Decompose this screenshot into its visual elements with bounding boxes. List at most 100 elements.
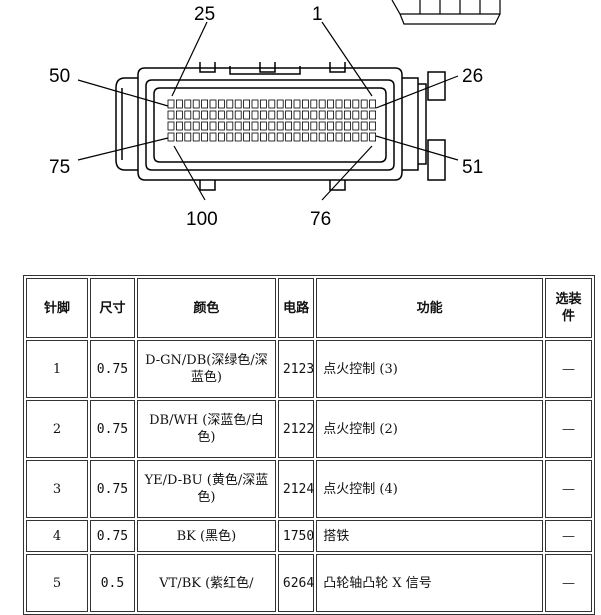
pin-cavity: [217, 110, 225, 120]
cell-pin: 4: [26, 520, 88, 552]
pin-cavity: [352, 110, 360, 120]
pin-cavity: [167, 110, 175, 120]
pin-cavity: [217, 99, 225, 109]
pin-cavity: [268, 110, 276, 120]
pin-cavity: [192, 121, 200, 131]
pin-cavity: [352, 121, 360, 131]
pin-cavity: [167, 132, 175, 142]
cell-function: 搭铁: [316, 520, 543, 552]
pin-label-1: 1: [312, 4, 323, 25]
pin-cavity: [167, 99, 175, 109]
pin-cavity: [276, 132, 284, 142]
pin-cavity: [234, 132, 242, 142]
cell-pin: 2: [26, 400, 88, 458]
table-row: 5 0.5 VT/BK (紫红色/ 6264 凸轮轴凸轮 X 信号 —: [26, 554, 592, 612]
pin-cavity: [369, 121, 377, 131]
pin-cavity: [259, 99, 267, 109]
pin-cavity: [226, 121, 234, 131]
pin-cavity: [209, 121, 217, 131]
pin-cavity: [369, 132, 377, 142]
pin-cavity: [276, 99, 284, 109]
pin-cavity: [343, 132, 351, 142]
pin-cavity: [167, 121, 175, 131]
pin-cavity: [285, 99, 293, 109]
pin-cavity: [352, 99, 360, 109]
pin-cavity: [243, 99, 251, 109]
cell-circuit: 6264: [277, 554, 315, 612]
pin-table: 针脚 尺寸 颜色 电路 功能 选装件 1 0.75 D-GN/DB(深绿色/深蓝…: [23, 275, 595, 615]
pin-cavity: [352, 132, 360, 142]
pin-cavity: [226, 110, 234, 120]
pin-label-100: 100: [186, 209, 218, 230]
cell-circuit: 2122: [277, 400, 315, 458]
pin-cavity: [201, 99, 209, 109]
connector-sketch: [391, 0, 501, 25]
pin-cavity: [318, 121, 326, 131]
cell-function: 凸轮轴凸轮 X 信号: [316, 554, 543, 612]
table-row: 1 0.75 D-GN/DB(深绿色/深蓝色) 2123 点火控制 (3) —: [26, 340, 592, 398]
cell-color: YE/D-BU (黄色/深蓝色): [136, 460, 276, 518]
pin-label-26: 26: [462, 66, 483, 87]
pin-cavity: [192, 110, 200, 120]
pin-cavity: [335, 121, 343, 131]
pin-cavity: [217, 132, 225, 142]
pin-cavity: [369, 110, 377, 120]
pin-cavity: [327, 110, 335, 120]
pin-cavity: [369, 99, 377, 109]
cell-size: 0.75: [90, 460, 135, 518]
pin-cavity: [335, 132, 343, 142]
cell-circuit: 1750: [277, 520, 315, 552]
pin-cavity: [251, 121, 259, 131]
cell-pin: 3: [26, 460, 88, 518]
cell-size: 0.75: [90, 400, 135, 458]
cell-option: —: [544, 520, 592, 552]
pin-cavity: [243, 132, 251, 142]
cell-size: 0.75: [90, 520, 135, 552]
table-row: 2 0.75 DB/WH (深蓝色/白色) 2122 点火控制 (2) —: [26, 400, 592, 458]
cell-pin: 1: [26, 340, 88, 398]
pin-cavity: [184, 99, 192, 109]
pin-cavity: [276, 121, 284, 131]
pin-cavity: [293, 132, 301, 142]
pin-cavity: [226, 99, 234, 109]
cell-circuit: 2123: [277, 340, 315, 398]
cell-size: 0.75: [90, 340, 135, 398]
pin-cavity: [360, 121, 368, 131]
table-row: 3 0.75 YE/D-BU (黄色/深蓝色) 2124 点火控制 (4) —: [26, 460, 592, 518]
cell-function: 点火控制 (4): [316, 460, 543, 518]
pin-cavity: [268, 132, 276, 142]
pin-cavity: [343, 121, 351, 131]
pin-cavity: [285, 110, 293, 120]
cell-color: BK (黑色): [136, 520, 276, 552]
pin-cavity: [175, 132, 183, 142]
pin-grid: [167, 99, 377, 142]
cell-pin: 5: [26, 554, 88, 612]
header-option: 选装件: [544, 278, 592, 338]
pin-cavity: [285, 121, 293, 131]
cell-size: 0.5: [90, 554, 135, 612]
cell-color: DB/WH (深蓝色/白色): [136, 400, 276, 458]
pin-cavity: [360, 99, 368, 109]
leader-lines: [77, 21, 459, 201]
header-color: 颜色: [136, 278, 276, 338]
pin-cavity: [243, 110, 251, 120]
pin-cavity: [209, 132, 217, 142]
cell-option: —: [544, 400, 592, 458]
cell-color: D-GN/DB(深绿色/深蓝色): [136, 340, 276, 398]
pin-cavity: [301, 121, 309, 131]
pin-cavity: [175, 121, 183, 131]
pin-label-51: 51: [462, 157, 483, 178]
pin-cavity: [343, 99, 351, 109]
pin-label-75: 75: [49, 157, 70, 178]
pin-cavity: [259, 121, 267, 131]
pin-cavity: [209, 110, 217, 120]
pin-label-50: 50: [49, 66, 70, 87]
pin-cavity: [301, 110, 309, 120]
cell-color: VT/BK (紫红色/: [136, 554, 276, 612]
cell-option: —: [544, 460, 592, 518]
header-function: 功能: [316, 278, 543, 338]
cell-function: 点火控制 (2): [316, 400, 543, 458]
pin-cavity: [251, 110, 259, 120]
pin-cavity: [293, 121, 301, 131]
pin-cavity: [268, 99, 276, 109]
